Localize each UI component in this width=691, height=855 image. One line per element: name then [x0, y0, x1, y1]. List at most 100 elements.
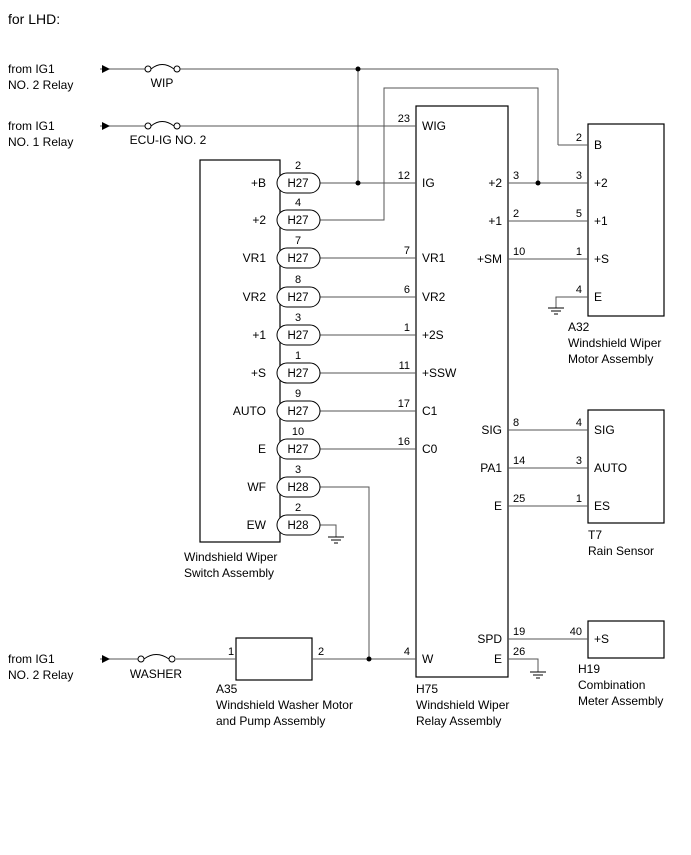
svg-text:+SM: +SM — [477, 252, 502, 266]
motor-assembly-name-line2: Motor Assembly — [568, 352, 653, 366]
svg-text:SPD: SPD — [477, 632, 502, 646]
svg-text:2: 2 — [295, 160, 301, 172]
svg-text:1: 1 — [576, 246, 582, 258]
rain-sensor-id: T7 — [588, 528, 602, 542]
svg-text:17: 17 — [398, 398, 410, 410]
ground-motor-icon — [548, 307, 564, 315]
svg-text:AUTO: AUTO — [594, 461, 627, 475]
meter-pin-number: 40 — [570, 626, 582, 638]
svg-text:+S: +S — [594, 252, 609, 266]
svg-text:H27: H27 — [287, 444, 308, 456]
svg-text:1: 1 — [576, 493, 582, 505]
fuse-wip-icon — [144, 64, 181, 73]
svg-text:4: 4 — [295, 197, 301, 209]
washer-pin-out: 2 — [318, 646, 324, 658]
svg-text:23: 23 — [398, 113, 410, 125]
relay-right-pin-labels: +2 +1 +SM SIG PA1 E SPD E — [477, 176, 502, 666]
fuse-icons — [137, 64, 181, 663]
svg-text:7: 7 — [295, 235, 301, 247]
svg-text:2: 2 — [576, 132, 582, 144]
svg-text:VR1: VR1 — [422, 251, 446, 265]
switch-assembly-box — [199, 159, 281, 543]
svg-text:+1: +1 — [488, 214, 502, 228]
switch-assembly-name-line2: Switch Assembly — [184, 566, 274, 580]
svg-text:SIG: SIG — [481, 423, 502, 437]
svg-text:VR2: VR2 — [422, 290, 446, 304]
svg-text:+S: +S — [251, 366, 266, 380]
ground-icons — [328, 307, 564, 679]
svg-text:H27: H27 — [287, 406, 308, 418]
ground-relay-icon — [530, 671, 546, 679]
svg-text:19: 19 — [513, 626, 525, 638]
svg-text:5: 5 — [576, 208, 582, 220]
motor-assembly-box — [587, 123, 665, 317]
svg-text:8: 8 — [295, 274, 301, 286]
washer-motor-name-line2: and Pump Assembly — [216, 714, 325, 728]
svg-text:W: W — [422, 652, 434, 666]
svg-text:H28: H28 — [287, 482, 308, 494]
svg-text:4: 4 — [576, 417, 582, 429]
svg-text:+B: +B — [251, 176, 266, 190]
svg-text:1: 1 — [295, 350, 301, 362]
svg-text:H27: H27 — [287, 368, 308, 380]
svg-text:E: E — [258, 442, 266, 456]
svg-text:6: 6 — [404, 284, 410, 296]
source-ig1-bottom-line2: NO. 2 Relay — [8, 668, 73, 682]
svg-text:+2: +2 — [252, 213, 266, 227]
svg-text:3: 3 — [576, 455, 582, 467]
relay-assembly-box — [415, 105, 509, 678]
svg-text:25: 25 — [513, 493, 525, 505]
svg-text:WF: WF — [247, 480, 266, 494]
svg-text:C0: C0 — [422, 442, 438, 456]
svg-text:8: 8 — [513, 417, 519, 429]
svg-text:B: B — [594, 138, 602, 152]
svg-text:E: E — [594, 290, 602, 304]
svg-text:16: 16 — [398, 436, 410, 448]
relay-left-pin-labels: WIG IG VR1 VR2 +2S +SSW C1 C0 W — [422, 119, 457, 666]
source-ig1-no1-line2: NO. 1 Relay — [8, 135, 73, 149]
motor-pin-labels: B +2 +1 +S E — [594, 138, 609, 304]
svg-text:3: 3 — [513, 170, 519, 182]
svg-text:PA1: PA1 — [480, 461, 502, 475]
relay-assembly-name-line2: Relay Assembly — [416, 714, 501, 728]
svg-text:7: 7 — [404, 245, 410, 257]
motor-assembly-id: A32 — [568, 320, 590, 334]
source-ig1-bottom-line1: from IG1 — [8, 652, 55, 666]
washer-motor-id: A35 — [216, 682, 238, 696]
motor-pin-numbers: 2 3 5 1 4 — [576, 132, 582, 296]
svg-text:14: 14 — [513, 455, 525, 467]
diagram-heading: for LHD: — [8, 11, 60, 27]
washer-pin-in: 1 — [228, 646, 234, 658]
motor-assembly-name-line1: Windshield Wiper — [568, 336, 661, 350]
svg-text:26: 26 — [513, 646, 525, 658]
svg-text:2: 2 — [295, 502, 301, 514]
source-ig1-no1-line1: from IG1 — [8, 119, 55, 133]
combination-meter-box — [587, 620, 665, 659]
rain-sensor-pin-numbers: 4 3 1 — [576, 417, 582, 505]
svg-text:C1: C1 — [422, 404, 438, 418]
combination-meter-id: H19 — [578, 662, 600, 676]
relay-assembly-name-line1: Windshield Wiper — [416, 698, 509, 712]
washer-motor-name-line1: Windshield Washer Motor — [216, 698, 353, 712]
svg-text:H27: H27 — [287, 330, 308, 342]
svg-text:AUTO: AUTO — [233, 404, 266, 418]
svg-text:+2S: +2S — [422, 328, 444, 342]
fuse-washer-icon — [137, 654, 176, 663]
washer-motor-box — [235, 637, 313, 681]
fuse-washer-label: WASHER — [130, 667, 183, 681]
svg-text:E: E — [494, 499, 502, 513]
svg-text:H27: H27 — [287, 292, 308, 304]
relay-left-pin-numbers: 23 12 7 6 1 11 17 16 4 — [398, 113, 410, 658]
rain-sensor-box — [587, 409, 665, 524]
svg-text:3: 3 — [295, 312, 301, 324]
meter-pin-label: +S — [594, 632, 609, 646]
switch-pin-numbers: 2 4 7 8 3 1 9 10 3 2 — [292, 160, 304, 514]
fuse-ecu-ig-icon — [144, 121, 181, 130]
combination-meter-name-line2: Meter Assembly — [578, 694, 663, 708]
source-ig1-top-line2: NO. 2 Relay — [8, 78, 73, 92]
relay-right-pin-numbers: 3 2 10 8 14 25 19 26 — [513, 170, 525, 658]
svg-text:IG: IG — [422, 176, 435, 190]
svg-text:H27: H27 — [287, 178, 308, 190]
junction-dots — [355, 66, 541, 662]
